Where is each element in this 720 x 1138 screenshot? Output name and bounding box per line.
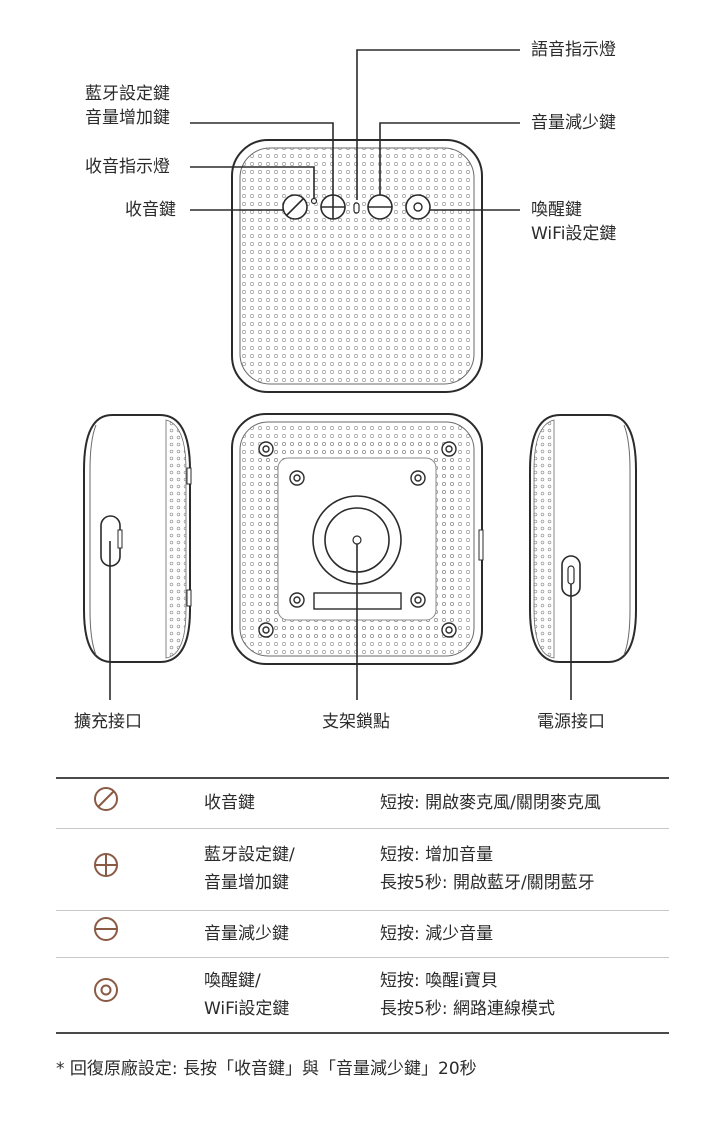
leader-lines-front (190, 49, 520, 211)
button-description: 短按: 增加音量 長按5秒: 開啟藍牙/關閉藍牙 (380, 845, 595, 893)
volume-down-label: 音量減少鍵 (531, 113, 616, 133)
minus-circle-icon (94, 917, 118, 941)
button-description: 短按: 開啟麥克風/關閉麥克風 (380, 793, 601, 814)
table-row: 收音鍵 短按: 開啟麥克風/關閉麥克風 (56, 778, 669, 828)
plus-circle-icon (94, 852, 118, 877)
voice-indicator-dot (353, 202, 360, 214)
back-view (231, 413, 484, 700)
mic-indicator-dot (310, 197, 318, 205)
button-name: 喚醒鍵/ WiFi設定鍵 (204, 970, 290, 1019)
table-row: 藍牙設定鍵/ 音量增加鍵 短按: 增加音量 長按5秒: 開啟藍牙/關閉藍牙 (56, 828, 669, 910)
volume-down-button-shape (367, 194, 393, 220)
mic-indicator-label: 收音指示燈 (85, 157, 170, 177)
left-side-view (83, 414, 192, 700)
stand-lock-point (352, 535, 362, 545)
mic-slash-icon (94, 786, 118, 811)
mic-button-label: 收音鍵 (125, 200, 176, 220)
button-description: 短按: 喚醒i寶貝 長按5秒: 網路連線模式 (380, 970, 555, 1019)
device-diagram-svg (83, 49, 637, 700)
button-description: 短按: 減少音量 (380, 923, 494, 944)
front-view (231, 139, 483, 393)
factory-reset-footnote: * 回復原廠設定: 長按「收音鍵」與「音量減少鍵」20秒 (56, 1059, 477, 1079)
power-port-label: 電源接口 (537, 712, 605, 732)
button-name: 收音鍵 (204, 793, 255, 814)
mic-button-shape (282, 194, 308, 220)
wake-button-shape (405, 194, 431, 220)
target-circle-icon (94, 978, 118, 1003)
device-diagram: 語音指示燈 藍牙設定鍵 音量增加鍵 音量減少鍵 收音指示燈 收音鍵 喚醒鍵 Wi… (74, 40, 637, 732)
voice-indicator-label: 語音指示燈 (531, 40, 616, 60)
bt-volume-up-label-line1: 藍牙設定鍵 (85, 84, 170, 104)
table-row: 喚醒鍵/ WiFi設定鍵 短按: 喚醒i寶貝 長按5秒: 網路連線模式 (56, 957, 669, 1033)
wake-wifi-label: 喚醒鍵 WiFi設定鍵 (531, 198, 616, 246)
expansion-port-label: 擴充接口 (74, 712, 142, 732)
volume-up-button-shape (320, 194, 346, 220)
wake-wifi-label-line2: WiFi設定鍵 (531, 224, 617, 244)
button-name: 藍牙設定鍵/ 音量增加鍵 (204, 845, 295, 893)
wake-wifi-label-line1: 喚醒鍵 (531, 200, 582, 220)
table-row: 音量減少鍵 短按: 減少音量 (56, 910, 669, 957)
stand-lock-label: 支架鎖點 (322, 712, 390, 732)
bt-volume-up-label-line2: 音量增加鍵 (85, 108, 170, 128)
right-side-view (529, 414, 637, 700)
bt-volume-up-label: 藍牙設定鍵 音量增加鍵 (85, 82, 170, 130)
button-name: 音量減少鍵 (204, 923, 289, 944)
button-function-table: 收音鍵 短按: 開啟麥克風/關閉麥克風 藍牙設定鍵/ 音量增加鍵 短按: 增加音… (56, 777, 669, 1034)
